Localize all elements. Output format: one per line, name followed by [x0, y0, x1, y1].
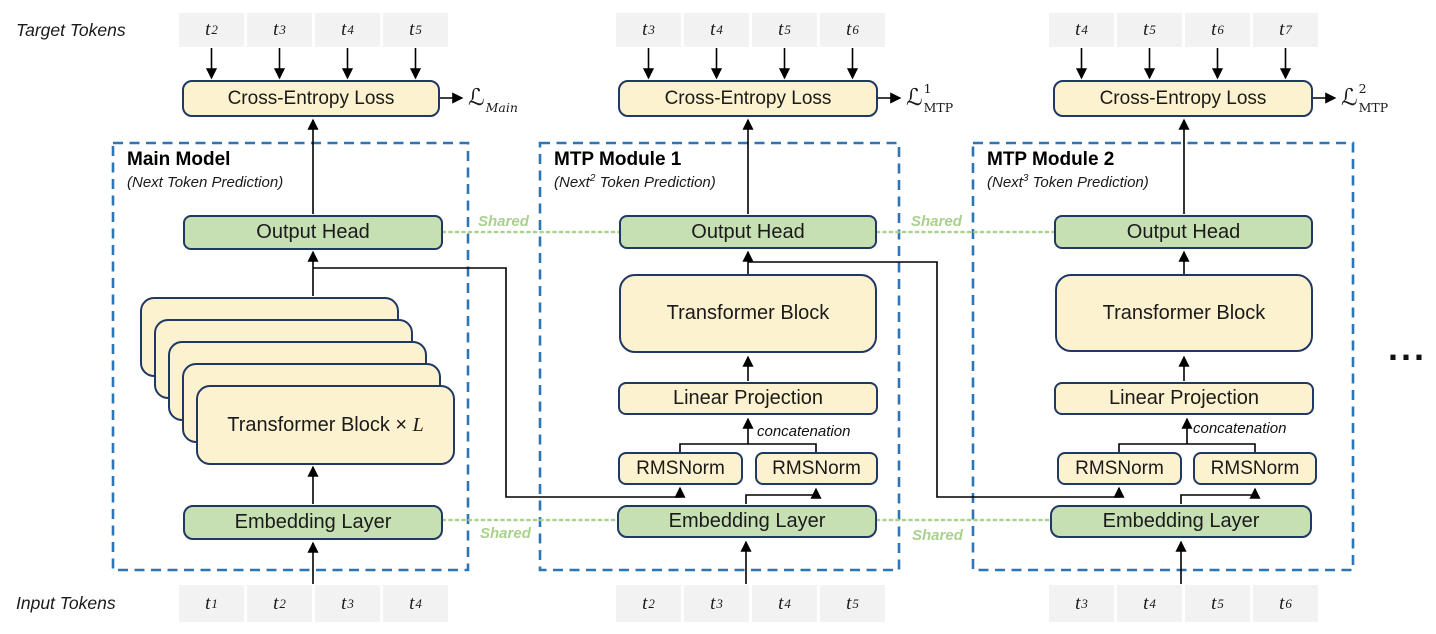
output-head-mtp2: Output Head — [1054, 215, 1313, 249]
transformer-stack-front: Transformer Block × L — [196, 385, 455, 465]
mtp-module-1-title: MTP Module 1 — [554, 149, 682, 170]
main-model-title: Main Model — [127, 149, 231, 170]
main-model-subtitle: (Next Token Prediction) — [127, 173, 283, 191]
rmsnorm-left-mtp2: RMSNorm — [1057, 452, 1182, 485]
loss-subscript: MTP — [1358, 100, 1389, 115]
elbow-embedding-to-rmsnorm-mtp2 — [1180, 487, 1261, 504]
loss-superscript — [486, 83, 518, 95]
embedding-layer-mtp2: Embedding Layer — [1050, 505, 1312, 538]
shared-label-embedding-2: Shared — [912, 527, 963, 544]
mtp-module-2-subtitle: (Next3 Token Prediction) — [987, 173, 1149, 191]
subtitle-rest: Token Prediction) — [1028, 174, 1149, 191]
shared-label-outputhead-1: Shared — [478, 213, 529, 230]
subtitle-rest: Token Prediction) — [595, 174, 716, 191]
transformer-block-mtp1: Transformer Block — [619, 274, 877, 353]
concat-bracket-mtp1 — [679, 443, 817, 452]
linear-projection-mtp1: Linear Projection — [618, 382, 878, 415]
embedding-layer-main: Embedding Layer — [183, 505, 443, 540]
concatenation-label-mtp1: concatenation — [757, 423, 851, 440]
shared-label-embedding-1: Shared — [480, 525, 531, 542]
loss-symbol: ℒ — [1341, 85, 1358, 111]
cross-entropy-box-mtp2: Cross-Entropy Loss — [1053, 80, 1313, 117]
loss-symbol: ℒ — [468, 85, 485, 111]
loss-superscript: 2 — [1358, 80, 1367, 96]
loss-superscript: 1 — [923, 80, 932, 96]
transformer-stack-label: Transformer Block × — [227, 413, 408, 436]
loss-label-mtp1: ℒ 1 MTP — [906, 80, 953, 117]
input-tokens-label: Input Tokens — [16, 593, 116, 613]
concat-bracket-mtp2 — [1118, 443, 1256, 452]
output-head-mtp1: Output Head — [619, 215, 877, 249]
concatenation-label-mtp2: concatenation — [1193, 420, 1287, 437]
transformer-block-mtp2: Transformer Block — [1055, 274, 1313, 352]
loss-subscript: Main — [485, 100, 518, 115]
elbow-mtp1-to-mtp2-rmsnorm — [748, 261, 1125, 498]
rmsnorm-right-mtp1: RMSNorm — [755, 452, 878, 485]
embedding-layer-mtp1: Embedding Layer — [617, 505, 877, 538]
subtitle-prefix: (Next — [554, 174, 590, 191]
target-tokens-label: Target Tokens — [16, 20, 126, 40]
subtitle-sup: 2 — [589, 173, 596, 184]
continuation-ellipsis: ... — [1388, 327, 1428, 368]
rmsnorm-left-mtp1: RMSNorm — [618, 452, 743, 485]
elbow-main-to-mtp1-rmsnorm — [313, 267, 686, 498]
subtitle-prefix: (Next — [127, 174, 163, 191]
subtitle-rest: Token Prediction) — [162, 174, 284, 191]
linear-projection-mtp2: Linear Projection — [1054, 382, 1314, 415]
loss-symbol: ℒ — [906, 85, 923, 111]
mtp-module-2-title: MTP Module 2 — [987, 149, 1115, 170]
mtp-module-2-dashed-border — [971, 141, 1355, 572]
main-model-dashed-border — [111, 141, 470, 572]
mtp-module-1-dashed-border — [538, 141, 901, 572]
loss-label-main: ℒ Main — [468, 80, 518, 117]
subtitle-prefix: (Next — [987, 174, 1023, 191]
subtitle-sup: 3 — [1022, 173, 1029, 184]
rmsnorm-right-mtp2: RMSNorm — [1193, 452, 1317, 485]
output-head-main: Output Head — [183, 215, 443, 250]
shared-label-outputhead-2: Shared — [911, 213, 962, 230]
elbow-embedding-to-rmsnorm-mtp1 — [745, 487, 822, 504]
loss-label-mtp2: ℒ 2 MTP — [1341, 80, 1388, 117]
transformer-stack-count-var: L — [412, 413, 424, 436]
cross-entropy-box-mtp1: Cross-Entropy Loss — [618, 80, 878, 117]
loss-subscript: MTP — [923, 100, 954, 115]
cross-entropy-box-main: Cross-Entropy Loss — [182, 80, 440, 117]
mtp-module-1-subtitle: (Next2 Token Prediction) — [554, 173, 716, 191]
